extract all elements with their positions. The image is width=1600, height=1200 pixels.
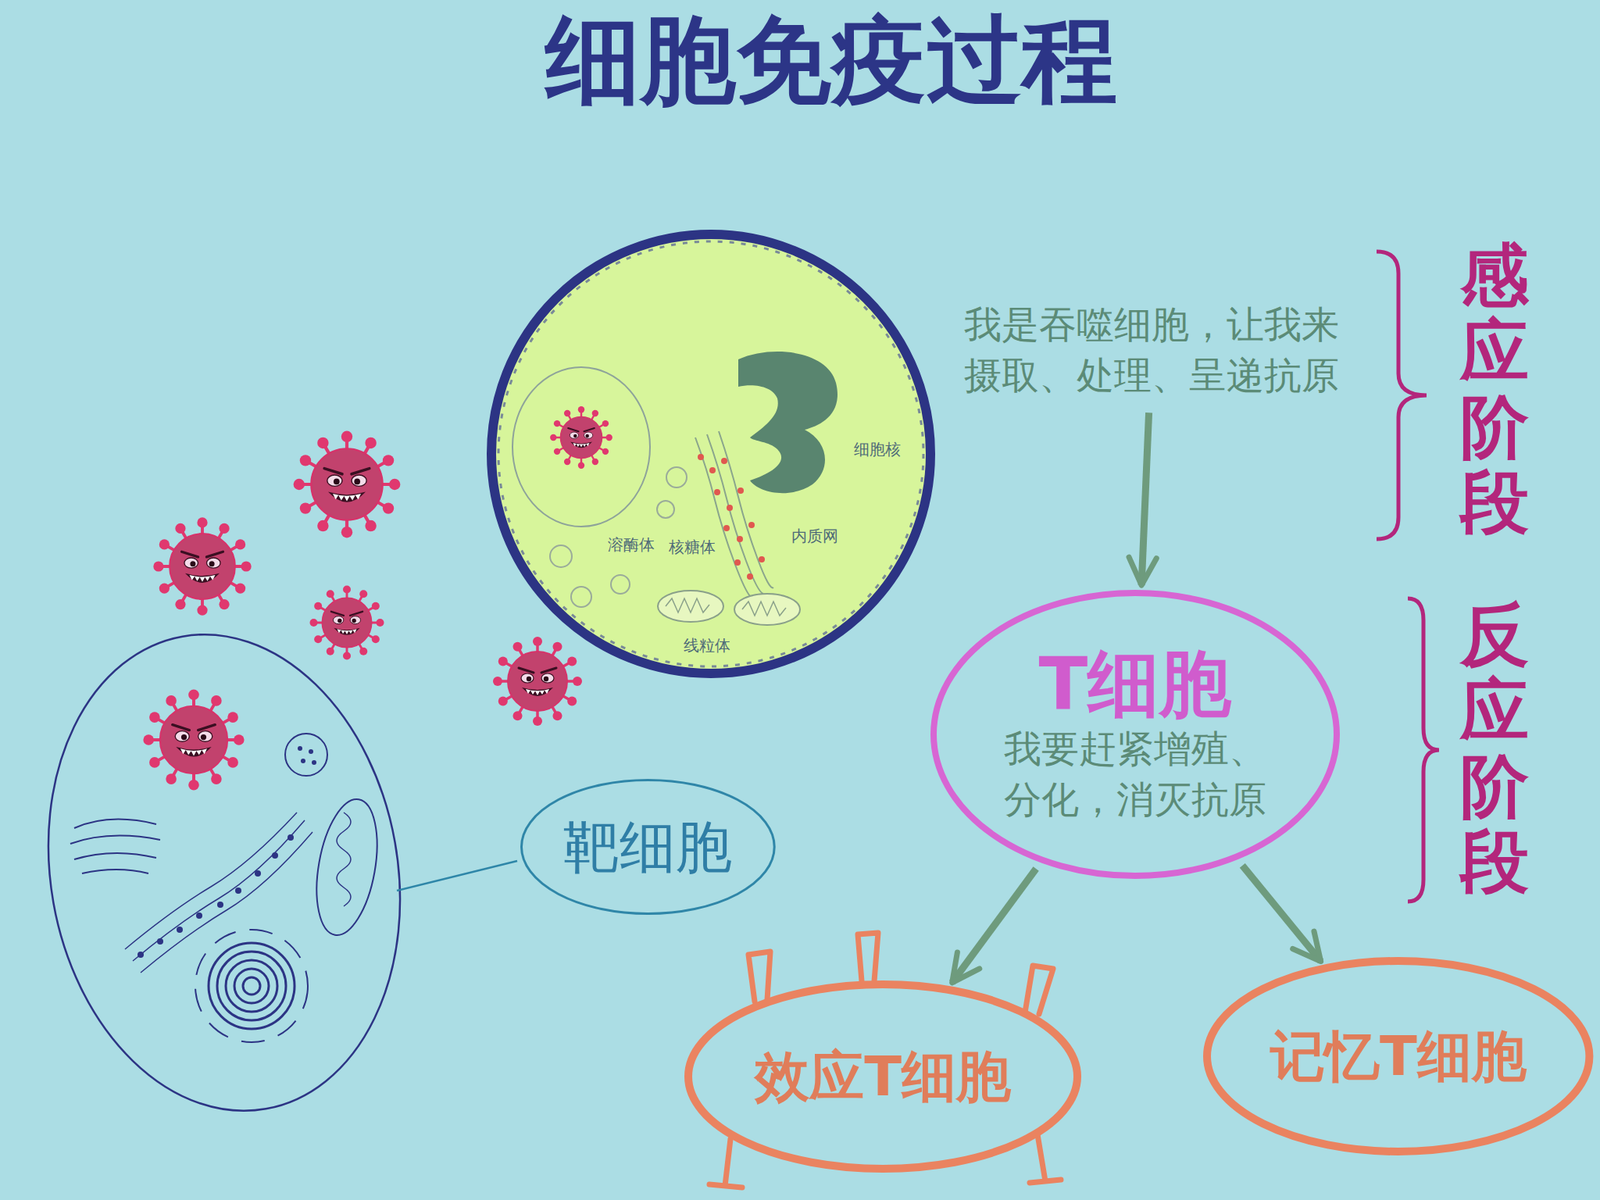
membrane-texture (498, 241, 924, 667)
engulfed-virus (550, 406, 613, 469)
target-mitochondrion (307, 794, 386, 940)
stage-label: 反应阶段 (1460, 597, 1529, 900)
stage-label: 感应阶段 (1460, 238, 1529, 541)
cell-membrane (1207, 960, 1590, 1152)
cell-membrane (933, 592, 1337, 876)
virus (153, 517, 251, 615)
target-nucleus (195, 929, 308, 1043)
t-cell-ellipse: T细胞我要赶紧增殖、分化，消灭抗原 (929, 589, 1341, 880)
phagocyte-membrane (491, 234, 931, 674)
phagosome (512, 367, 650, 527)
part-label: 核糖体 (668, 537, 716, 557)
target-ribosomes (137, 834, 294, 958)
part-label: 细胞核 (853, 439, 901, 459)
target-cell (11, 606, 437, 1140)
memory-t-cell: 记忆T细胞 (1202, 956, 1594, 1157)
virus (293, 431, 401, 539)
speech-text-box: 我是吞噬细胞，让我来摄取、处理、呈递抗原 (955, 295, 1348, 406)
golgi (70, 819, 161, 874)
lysosomes (550, 467, 687, 608)
virus (310, 585, 385, 661)
speech-text: 我是吞噬细胞，让我来摄取、处理、呈递抗原 (959, 299, 1344, 402)
cell-membrane (688, 984, 1078, 1169)
effector-t-cell: 效应T细胞 (683, 979, 1083, 1174)
arrow-connector (1242, 865, 1321, 962)
cell-name: 记忆T细胞 (1270, 1025, 1527, 1089)
part-label: 线粒体 (683, 635, 731, 655)
cell-speech: 我要赶紧增殖、分化，消灭抗原 (1002, 723, 1268, 825)
vesicle (285, 733, 328, 776)
ribosomes (697, 453, 765, 580)
leader-line (396, 860, 518, 891)
endoplasmic-reticulum (695, 431, 774, 598)
cell-membrane (521, 780, 775, 915)
stage-brace (1407, 598, 1440, 902)
callout-text: 靶细胞 (563, 814, 733, 880)
cell-name: 效应T细胞 (754, 1045, 1011, 1109)
phagocyte-cell (491, 234, 931, 674)
target-membrane (11, 606, 437, 1140)
stage-brace (1376, 251, 1427, 540)
target-er (125, 812, 313, 973)
part-label: 内质网 (791, 526, 839, 546)
nucleus (738, 351, 838, 493)
virus (142, 689, 244, 790)
part-label: 溶酶体 (607, 535, 655, 554)
mitochondria (657, 590, 800, 625)
diagram-title: 细胞免疫过程 (545, 7, 1118, 113)
virus (492, 636, 583, 726)
arrow-connector (952, 868, 1036, 983)
callout-bubble: 靶细胞 (519, 778, 777, 916)
arrow-connector (1141, 412, 1149, 586)
cell-name: T细胞 (1039, 644, 1233, 724)
